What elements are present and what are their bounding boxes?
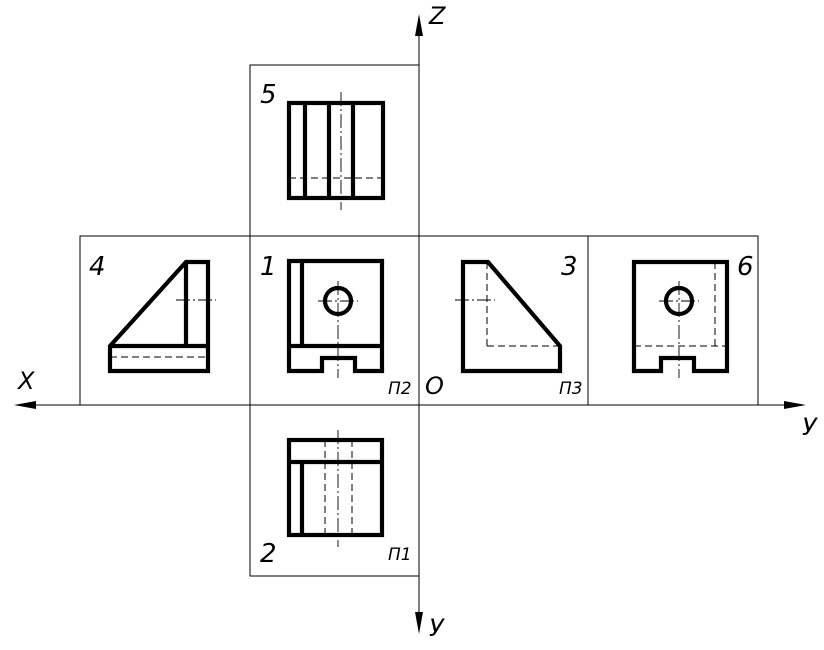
axis-z-arrow (415, 14, 423, 36)
view-5-drawing (286, 92, 386, 210)
view-2-drawing (286, 430, 385, 547)
label-view-3: 3 (561, 252, 578, 282)
view-6-outline (631, 259, 730, 374)
label-axis-y-right: У (802, 413, 818, 441)
label-origin: O (425, 372, 444, 400)
label-view-1: 1 (260, 252, 277, 282)
axis-y-down-arrow (415, 612, 423, 634)
view-3-outline (460, 259, 563, 374)
axis-y-right-arrow (784, 401, 806, 409)
view-6-drawing (631, 259, 730, 378)
view-3-drawing (455, 259, 563, 374)
label-view-4: 4 (89, 252, 106, 282)
axis-x-arrow (14, 401, 36, 409)
label-axis-z: Z (428, 2, 446, 30)
view-5-outline (286, 100, 386, 201)
label-view-5: 5 (260, 80, 277, 110)
label-axis-x: X (16, 367, 35, 395)
view-1-outline (286, 258, 385, 374)
label-plane-p2: П2 (388, 379, 412, 399)
label-view-6: 6 (737, 252, 754, 282)
label-axis-y-down: У (429, 614, 445, 642)
view-1-drawing (286, 258, 385, 378)
label-plane-p3: П3 (559, 379, 583, 399)
view-4-drawing (107, 259, 216, 374)
label-plane-p1: П1 (388, 545, 412, 565)
label-view-2: 2 (260, 539, 277, 569)
labels: Z X У У O 5 4 1 3 6 2 П2 П3 П1 (16, 2, 818, 642)
view-4-outline (107, 259, 211, 374)
coordinate-axes (14, 14, 806, 634)
view-2-outline (286, 437, 385, 538)
